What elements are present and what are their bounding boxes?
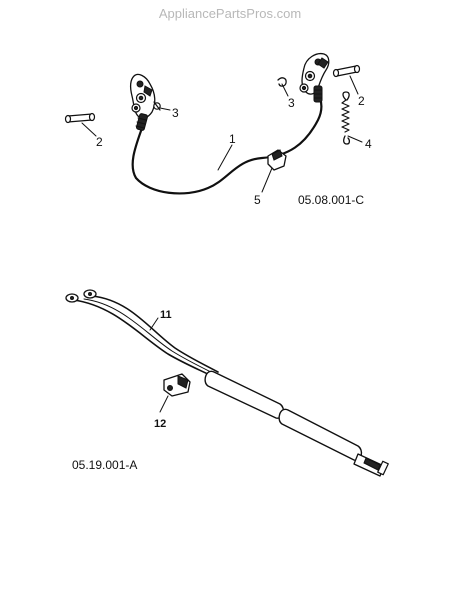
callout-2-right: 2 bbox=[358, 94, 365, 108]
ring-terminal-right bbox=[83, 289, 97, 299]
pin-left bbox=[64, 112, 96, 124]
watermark-text: AppliancePartsPros.com bbox=[159, 6, 301, 21]
callout-3-left: 3 bbox=[172, 106, 179, 120]
clip-right bbox=[277, 77, 287, 87]
callout-5: 5 bbox=[254, 193, 261, 207]
harness-sleeve-1 bbox=[204, 370, 285, 419]
left-lever-bracket bbox=[130, 73, 156, 131]
cable-guide bbox=[267, 149, 287, 171]
diagram-code-top: 05.08.001-C bbox=[298, 193, 364, 207]
bottom-assembly: 11 12 05.19.001-A bbox=[65, 289, 389, 477]
cable-1 bbox=[131, 96, 323, 195]
callout-2-left: 2 bbox=[96, 135, 103, 149]
spring bbox=[341, 91, 351, 145]
right-lever-bracket bbox=[299, 52, 330, 103]
ring-terminal-left bbox=[65, 293, 79, 303]
callout-11: 11 bbox=[160, 309, 172, 321]
callout-3-right: 3 bbox=[288, 96, 295, 110]
harness-wire-b bbox=[73, 299, 217, 379]
callout-12: 12 bbox=[154, 418, 166, 430]
clip-left bbox=[153, 101, 161, 111]
harness-clip bbox=[163, 373, 191, 397]
top-assembly: 1 2 3 3 2 4 5 05.08.001-C bbox=[64, 52, 372, 207]
diagram-code-bottom: 05.19.001-A bbox=[72, 458, 137, 472]
harness-wire-a bbox=[91, 295, 219, 373]
harness-sleeve-2 bbox=[278, 408, 363, 461]
harness-connector bbox=[353, 453, 389, 477]
callout-4: 4 bbox=[365, 137, 372, 151]
pin-right bbox=[332, 64, 361, 78]
callout-1: 1 bbox=[229, 132, 236, 146]
